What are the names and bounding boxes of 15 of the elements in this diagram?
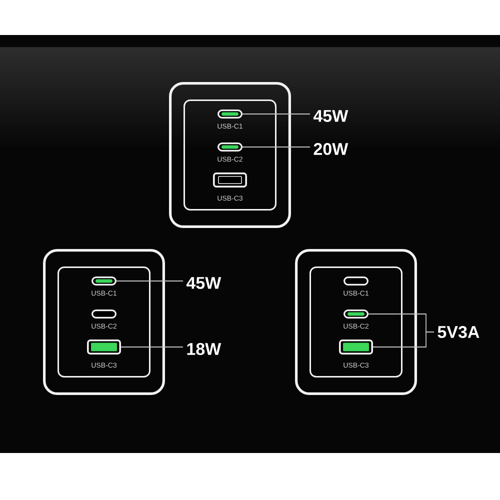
power-label: 5V3A (438, 326, 480, 338)
port-panel (58, 266, 150, 378)
port-panel (310, 266, 402, 378)
charger-outline (295, 249, 417, 395)
charger-outline (43, 249, 165, 395)
power-label: 45W (313, 110, 348, 122)
leader-line (242, 146, 310, 148)
leader-line (372, 332, 434, 348)
power-label: 20W (314, 142, 348, 156)
leader-line (120, 346, 184, 348)
leader-line (116, 280, 184, 282)
power-label: 18W (187, 342, 222, 356)
charger-outline (169, 82, 291, 228)
power-label: 45W (186, 277, 222, 289)
port-panel (184, 100, 276, 210)
